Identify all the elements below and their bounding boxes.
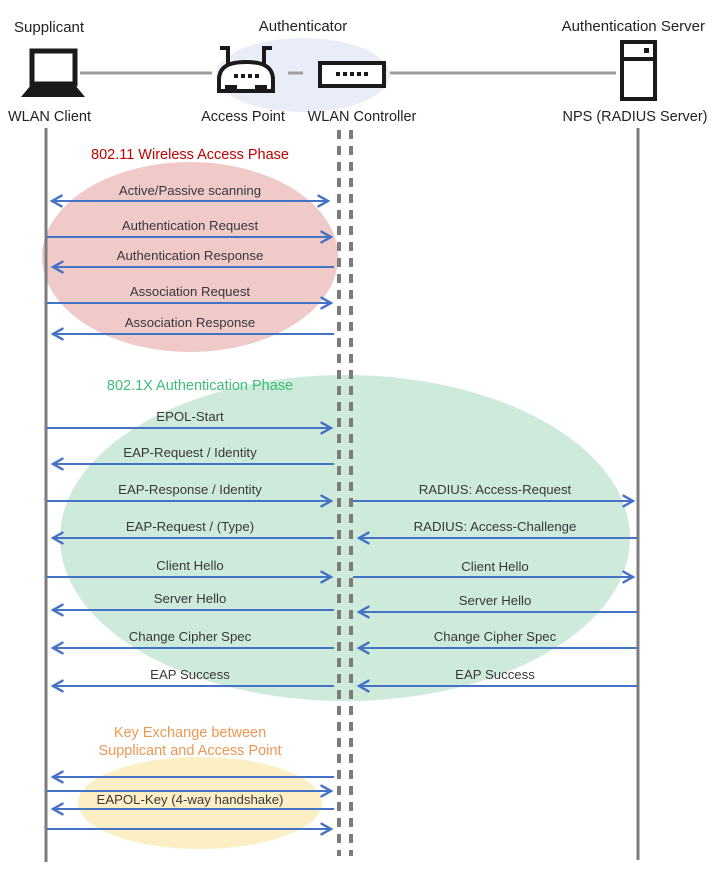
dot1x-phase-ellipse — [60, 375, 630, 701]
message-label: RADIUS: Access-Request — [419, 482, 572, 497]
msg-active-passive-scanning: Active/Passive scanning — [49, 183, 331, 208]
msg-authentication-response: Authentication Response — [50, 248, 334, 274]
message-label: Authentication Response — [117, 248, 264, 263]
wireless-phase-ellipse — [42, 162, 338, 352]
msg-association-response: Association Response — [50, 315, 334, 341]
access-point-icon — [217, 46, 275, 93]
message-label: Client Hello — [461, 559, 528, 574]
authenticator-ellipse — [216, 38, 390, 112]
message-label: Association Request — [130, 284, 251, 299]
laptop-icon — [21, 48, 85, 97]
wireless-phase-title: 802.11 Wireless Access Phase — [91, 147, 289, 163]
message-label: Authentication Request — [122, 218, 259, 233]
message-label: EAP Success — [455, 667, 535, 682]
message-label: Association Response — [125, 315, 255, 330]
message-label: EAP-Request / Identity — [123, 445, 257, 460]
wlan-controller-icon — [318, 61, 386, 88]
message-label: Active/Passive scanning — [119, 183, 261, 198]
message-label: EPOL-Start — [156, 409, 224, 424]
msg-server-hello-right: Server Hello — [356, 593, 637, 619]
message-label: EAP Success — [150, 667, 230, 682]
msg-association-request: Association Request — [47, 284, 334, 310]
supplicant-role-label: Supplicant — [14, 19, 85, 36]
msg-radius-access-challenge: RADIUS: Access-Challenge — [356, 519, 637, 545]
keyx-phase-title-line2: Supplicant and Access Point — [99, 743, 282, 759]
message-label: Client Hello — [156, 558, 223, 573]
msg-client-hello-left: Client Hello — [47, 558, 334, 584]
msg-change-cipher-spec-left: Change Cipher Spec — [50, 629, 334, 655]
msg-authentication-request: Authentication Request — [47, 218, 334, 244]
nps-radius-server-label: NPS (RADIUS Server) — [562, 109, 707, 125]
message-label: Change Cipher Spec — [434, 629, 557, 644]
msg-server-hello-left: Server Hello — [50, 591, 334, 617]
message-label: EAPOL-Key (4-way handshake) — [97, 792, 284, 807]
msg-client-hello-right: Client Hello — [353, 559, 636, 584]
server-icon — [620, 40, 657, 101]
msg-eap-response-identity: EAP-Response / Identity — [47, 482, 334, 508]
msg-eap-request-type: EAP-Request / (Type) — [50, 519, 334, 545]
message-label: EAP-Request / (Type) — [126, 519, 254, 534]
msg-eapol-key-4way-handshake: EAPOL-Key (4-way handshake) — [50, 792, 334, 816]
msg-change-cipher-spec-right: Change Cipher Spec — [356, 629, 637, 655]
msg-eap-request-identity: EAP-Request / Identity — [50, 445, 334, 471]
wlan-controller-label: WLAN Controller — [308, 109, 417, 125]
message-label: Server Hello — [459, 593, 532, 608]
message-label: RADIUS: Access-Challenge — [414, 519, 577, 534]
auth-server-role-label: Authentication Server — [562, 18, 705, 35]
keyx-phase-ellipse — [78, 757, 322, 849]
keyx-phase-title-line1: Key Exchange between — [114, 725, 266, 741]
msg-epol-start: EPOL-Start — [47, 409, 334, 435]
message-label: EAP-Response / Identity — [118, 482, 262, 497]
message-label: Change Cipher Spec — [129, 629, 252, 644]
access-point-label: Access Point — [201, 109, 285, 125]
wlan-client-label: WLAN Client — [8, 109, 91, 125]
msg-eap-success-left: EAP Success — [50, 667, 334, 693]
authenticator-role-label: Authenticator — [259, 18, 347, 35]
dot1x-phase-title: 802.1X Authentication Phase — [107, 378, 293, 394]
msg-radius-access-request: RADIUS: Access-Request — [353, 482, 636, 508]
msg-eap-success-right: EAP Success — [356, 667, 637, 693]
message-label: Server Hello — [154, 591, 227, 606]
